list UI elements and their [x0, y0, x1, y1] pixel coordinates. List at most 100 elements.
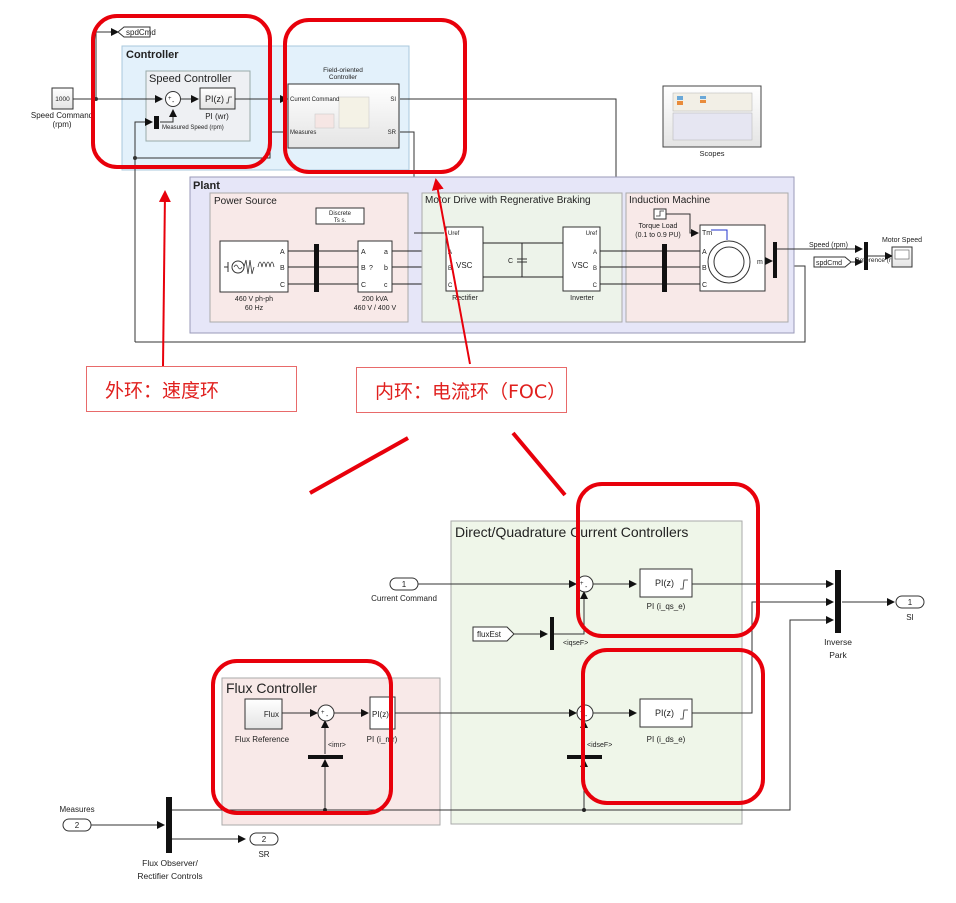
- tr-in-b: B: [361, 265, 366, 272]
- highlight-pi-q: [576, 482, 760, 638]
- powergui-line2: Ts s.: [334, 218, 347, 224]
- inverse-park-label-2: Park: [829, 650, 847, 660]
- source-port-a: A: [280, 249, 285, 256]
- measured-speed-demux[interactable]: [154, 116, 159, 129]
- inverter-block[interactable]: Uref VSC A B C: [562, 226, 601, 292]
- svg-text:-: -: [326, 713, 329, 720]
- pi-qs-block[interactable]: PI(z): [639, 568, 693, 598]
- inport-2-number: 2: [75, 821, 80, 830]
- iqse-label: <iqseF>: [563, 640, 588, 647]
- powergui-line1: Discrete: [329, 211, 352, 217]
- tr-in-a: A: [361, 249, 366, 256]
- reference-label: Reference (rpm): [855, 257, 902, 264]
- powergui-block[interactable]: Discrete Ts s.: [315, 207, 365, 225]
- goto-spdcmd[interactable]: spdCmd: [110, 26, 156, 38]
- foc-in-current-command: Current Command: [290, 97, 339, 103]
- speed-command-label: Speed Command: [31, 111, 93, 120]
- junction-idse: [582, 808, 586, 812]
- motor-speed-label: Motor Speed: [882, 237, 922, 244]
- pi-imr-text: PI(z): [372, 710, 389, 719]
- speed-command-value: 1000: [55, 96, 70, 103]
- measured-speed-label: Measured Speed (rpm): [162, 125, 224, 131]
- from-spdcmd[interactable]: spdCmd: [813, 256, 852, 268]
- svg-text:-: -: [585, 713, 588, 720]
- motor-tm-port: Tm: [702, 230, 712, 237]
- foc-out-sr: SR: [388, 130, 397, 136]
- svg-text:+: +: [321, 710, 325, 716]
- inport-measures-label: Measures: [59, 805, 94, 814]
- controller-title: Controller: [126, 49, 179, 61]
- foc-title-1: Field-oriented: [323, 67, 363, 74]
- dc-capacitor[interactable]: C: [508, 258, 527, 265]
- inport-measures[interactable]: 2: [62, 818, 92, 832]
- flux-ref-label: Flux Reference: [235, 735, 290, 744]
- svg-text:+: +: [168, 96, 172, 102]
- pi-ds-text: PI(z): [655, 708, 674, 718]
- transformer-label-2: 460 V / 400 V: [354, 305, 397, 312]
- outport-si[interactable]: 1: [895, 595, 925, 609]
- motor-demux[interactable]: [773, 242, 777, 278]
- inverter-glyph: VSC: [572, 261, 589, 270]
- inverter-label: Inverter: [570, 295, 594, 302]
- outer-loop-text: 外环：速度环: [105, 379, 220, 402]
- source-label-2: 60 Hz: [245, 305, 264, 312]
- source-port-c: C: [280, 282, 285, 289]
- foc-in-measures: Measures: [290, 130, 316, 136]
- pi-wr-label: PI (wr): [205, 112, 229, 121]
- rectifier-label: Rectifier: [452, 295, 478, 302]
- flux-observer-block[interactable]: [166, 797, 172, 853]
- plant-title: Plant: [193, 180, 220, 192]
- flux-sum-block[interactable]: + -: [317, 704, 335, 722]
- dc-link-wires: [483, 242, 563, 278]
- inverse-park-mux[interactable]: [835, 570, 841, 633]
- idse-label: <idseF>: [587, 742, 612, 749]
- transformer-label-1: 200 kVA: [362, 296, 388, 303]
- speed-sum-block[interactable]: + -: [165, 91, 181, 107]
- fluxest-text: fluxEst: [477, 630, 502, 639]
- induction-machine-title: Induction Machine: [629, 195, 711, 206]
- imr-selector[interactable]: [308, 755, 343, 759]
- three-phase-source-block[interactable]: A B C: [219, 240, 289, 293]
- rectifier-uref: Uref: [448, 231, 460, 237]
- induction-motor-block[interactable]: Tm A B C m: [699, 224, 766, 292]
- tr-out-b: b: [384, 265, 388, 272]
- q-sum-block[interactable]: + -: [576, 575, 594, 593]
- flux-reference-block[interactable]: Flux: [244, 698, 283, 730]
- pi-ds-block[interactable]: PI(z): [639, 698, 693, 728]
- outport-sr-number: 2: [262, 835, 267, 844]
- highlight-foc: [283, 18, 467, 174]
- highlight-speed-controller: [91, 14, 272, 169]
- inner-loop-annotation: 内环：电流环（FOC）: [356, 367, 567, 413]
- red-arrows: [158, 178, 471, 367]
- motor-speed-scope[interactable]: [891, 246, 913, 268]
- rectifier-port-c: C: [448, 283, 453, 289]
- inport-current-label: Current Command: [371, 594, 437, 603]
- foc-subsystem-block[interactable]: Current Command Measures SI SR: [287, 83, 400, 149]
- torque-load-step-block[interactable]: [653, 208, 667, 220]
- tr-mid: ?: [369, 265, 373, 272]
- outport-sr[interactable]: 2: [249, 832, 279, 846]
- inner-loop-text: 内环：电流环（FOC）: [375, 380, 567, 403]
- highlight-pi-d: [581, 648, 765, 805]
- tr-in-c: C: [361, 282, 366, 289]
- pi-imr-label: PI (i_mr): [367, 735, 398, 744]
- transformer-block[interactable]: A B C ? a b c: [357, 240, 393, 293]
- speed-mux[interactable]: [864, 242, 868, 270]
- pi-wr-text: PI(z): [205, 94, 224, 104]
- speed-signal-label: Speed (rpm): [809, 242, 848, 249]
- feedback-wire: [135, 265, 806, 343]
- motor-bus-bar: [662, 244, 667, 292]
- scopes-block[interactable]: [662, 85, 762, 148]
- ac-bus-bar: [314, 244, 319, 292]
- outport-si-label: SI: [906, 613, 914, 622]
- dq-current-controllers-area: [450, 520, 743, 825]
- outport-si-number: 1: [908, 598, 913, 607]
- speed-command-block[interactable]: 1000: [51, 87, 74, 110]
- speed-command-unit: (rpm): [52, 120, 71, 129]
- from-fluxest[interactable]: fluxEst: [472, 626, 515, 642]
- pi-wr-block[interactable]: PI(z): [199, 87, 236, 110]
- iqse-selector[interactable]: [550, 617, 554, 650]
- inverter-uref: Uref: [586, 231, 598, 237]
- inport-current-command[interactable]: 1: [389, 577, 419, 591]
